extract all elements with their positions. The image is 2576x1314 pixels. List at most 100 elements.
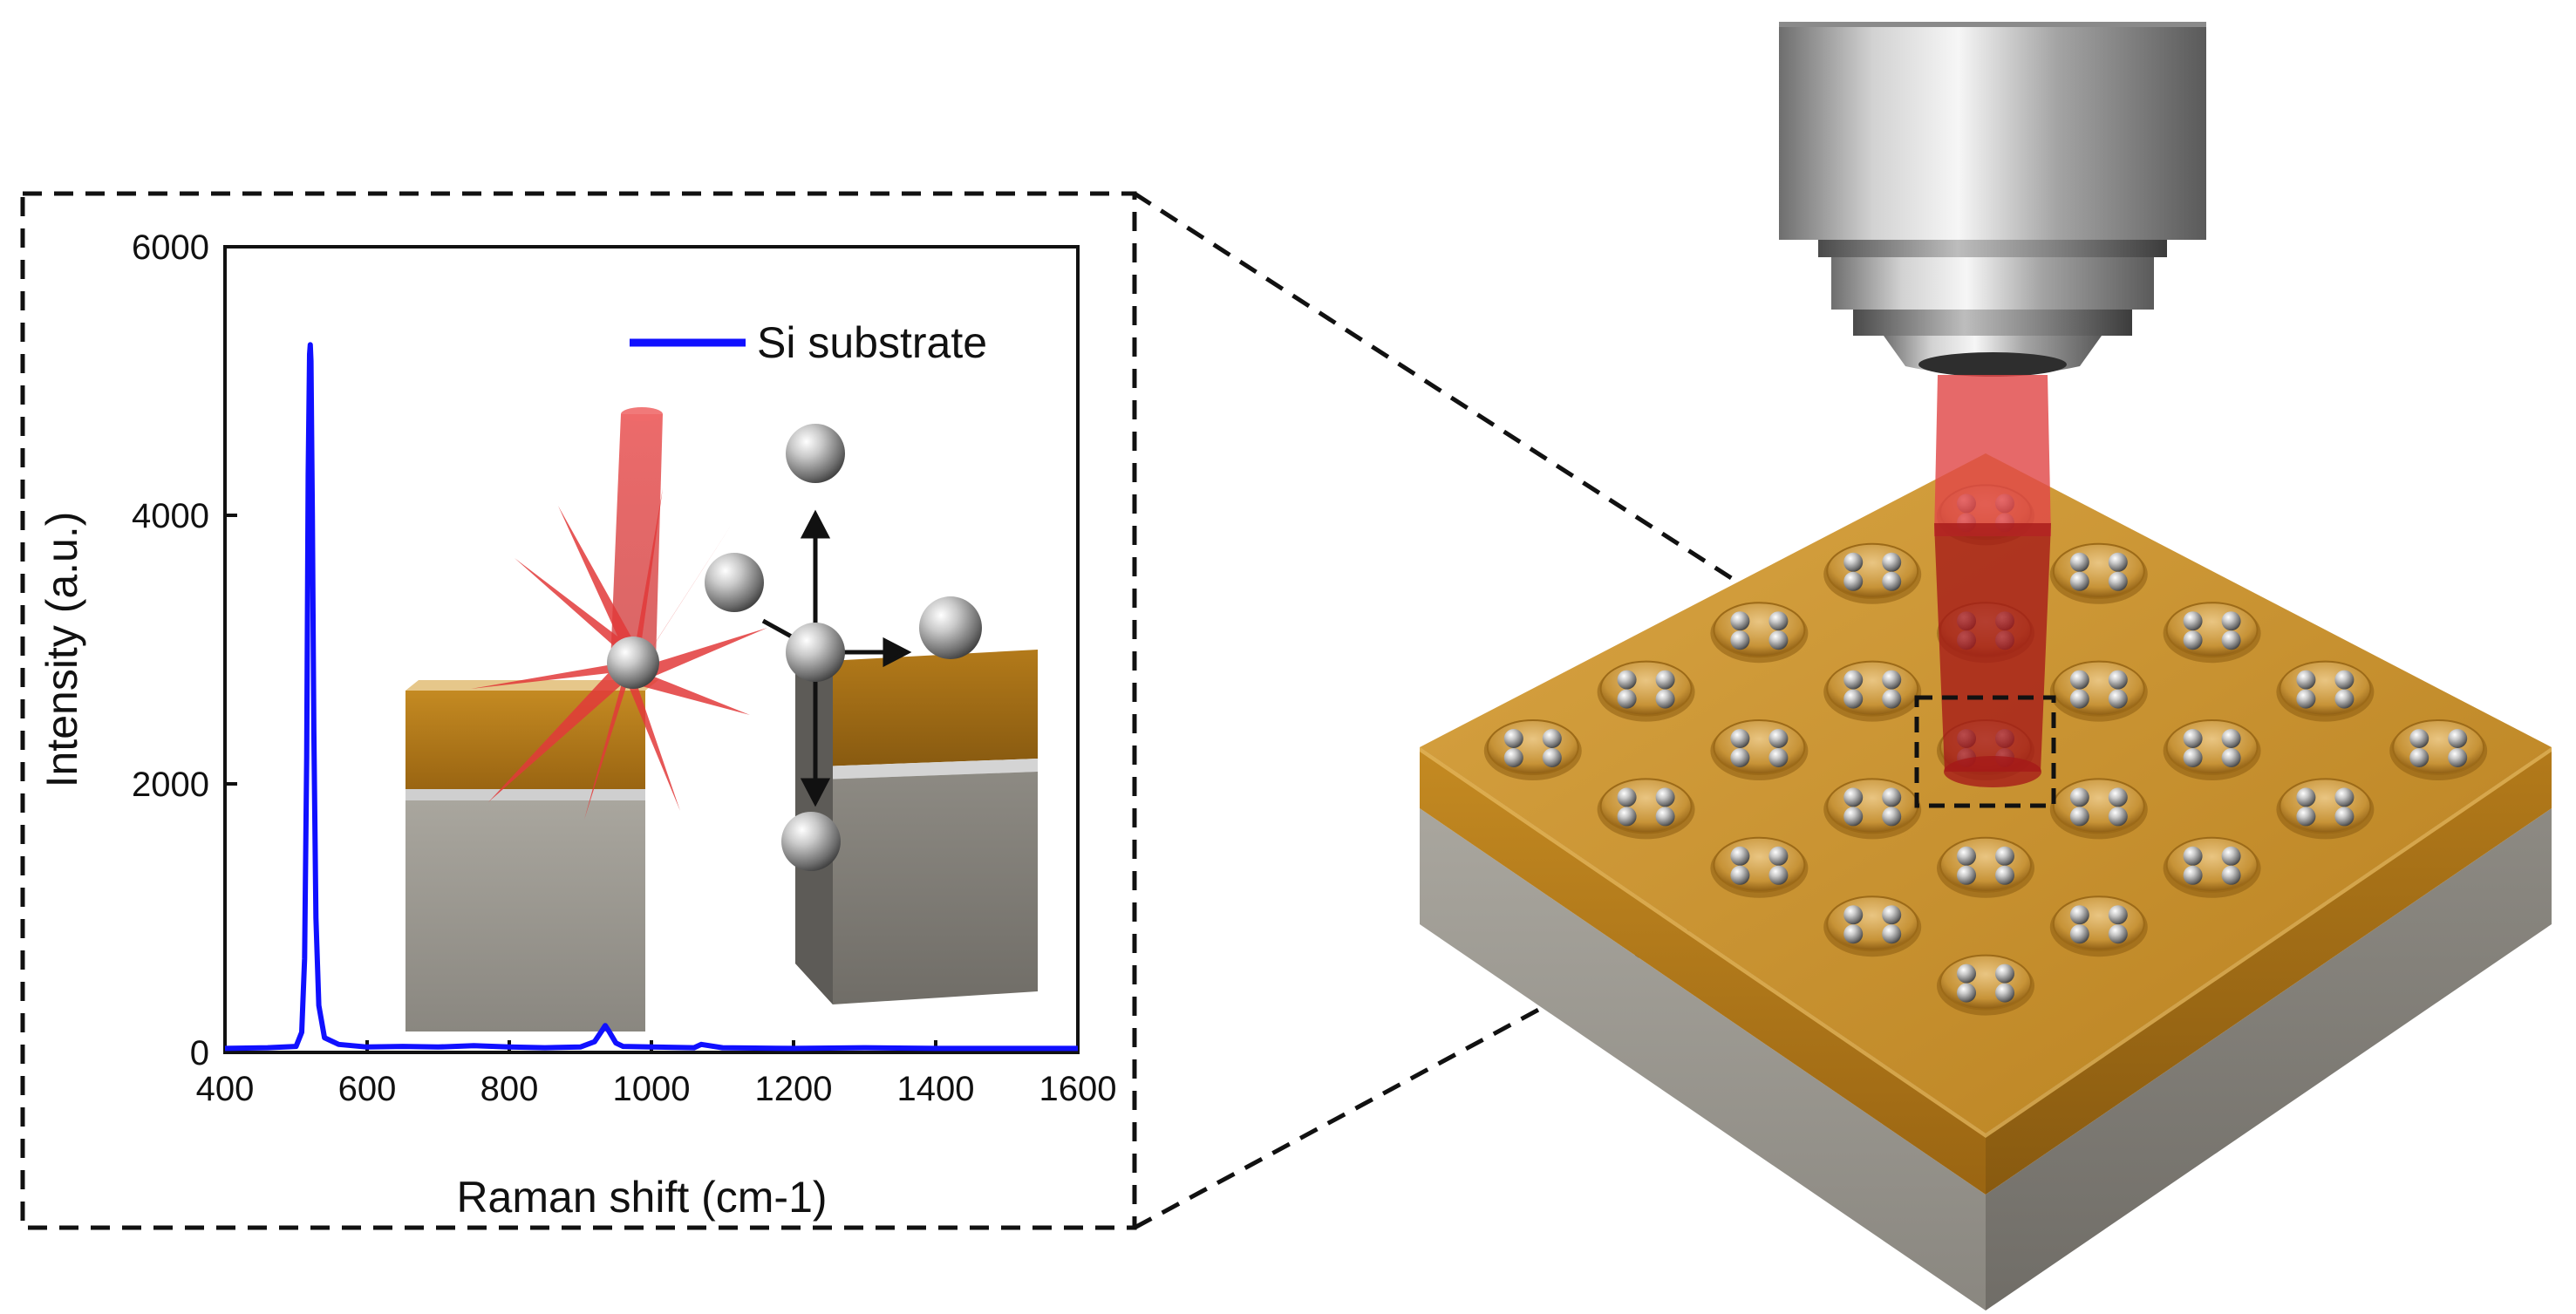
nanoparticle: [2108, 924, 2128, 944]
nanoparticle: [1843, 670, 1864, 690]
inset-frame-border: [20, 191, 1137, 1230]
x-tick-label: 400: [196, 1070, 255, 1108]
nanoparticle: [1957, 846, 1976, 866]
hole-cell: [2163, 602, 2261, 664]
nanoparticle: [1882, 689, 1902, 709]
nanoparticle: [2409, 748, 2429, 767]
nanoparticle: [2221, 611, 2241, 631]
nanoparticle: [2334, 787, 2355, 807]
x-tick-label: 800: [480, 1070, 539, 1108]
nanoparticle-center: [786, 623, 845, 682]
y-tick-label: 4000: [132, 497, 209, 535]
y-axis-title: Intensity (a.u.): [37, 512, 86, 788]
nanoparticle: [2334, 807, 2355, 827]
hole-cell: [1710, 836, 1809, 898]
gold-side-left: [1420, 747, 1986, 1195]
nanoparticle-right: [919, 596, 982, 659]
nanoparticle: [2108, 807, 2128, 827]
left-substrate-block: [405, 680, 658, 1031]
nanoparticle: [2069, 670, 2089, 690]
x-axis-title: Raman shift (cm-1): [456, 1173, 827, 1222]
hole-cell: [2049, 660, 2148, 722]
nanoparticle: [1768, 630, 1789, 650]
laser-burst: [471, 488, 767, 820]
nanoparticle: [1768, 611, 1789, 631]
hole-cell: [2276, 778, 2375, 840]
y-tick-label: 2000: [132, 766, 209, 804]
series-line-si-substrate: [224, 342, 1078, 1052]
nanoparticle: [2108, 787, 2128, 807]
nanoparticle: [1768, 729, 1789, 748]
legend: Si substrate: [630, 318, 987, 367]
hole-cell: [2163, 719, 2261, 780]
hole-cell: [2049, 542, 2148, 604]
gold-side-right: [1986, 747, 2552, 1195]
nanoparticle: [1995, 963, 2014, 984]
nanoparticle: [1882, 571, 1902, 591]
hole-cell: [1597, 660, 1695, 722]
x-tick-label: 1400: [897, 1070, 975, 1108]
nanoparticle: [1768, 748, 1789, 767]
hole-cell: [2049, 778, 2148, 840]
nanoparticle: [1843, 807, 1864, 827]
nanoparticle: [2069, 807, 2089, 827]
nanoparticle-left: [705, 553, 764, 612]
hole-cell: [2389, 719, 2488, 780]
nanoparticle: [1655, 787, 1675, 807]
nanoparticle: [2183, 846, 2203, 866]
nanoparticle: [2183, 748, 2203, 767]
nanoparticle: [1617, 689, 1637, 709]
nanoparticle: [1995, 983, 2014, 1003]
nanoparticle: [2108, 689, 2128, 709]
nanoparticle: [1882, 905, 1902, 925]
si-side-left: [1420, 808, 1986, 1311]
nanoparticle: [2221, 729, 2241, 748]
nanoparticle: [1730, 846, 1750, 866]
nanoparticle: [1843, 552, 1864, 572]
nanoparticle: [1882, 787, 1902, 807]
nanoparticle: [1882, 807, 1902, 827]
nanoparticle: [1843, 905, 1864, 925]
nanoparticle: [1655, 670, 1675, 690]
nanoparticle: [2221, 846, 2241, 866]
nanoparticle-top: [786, 424, 845, 483]
nanoparticle: [2409, 729, 2429, 748]
right-substrate-block: [795, 650, 1038, 1004]
nanoparticle: [1617, 807, 1637, 827]
nanoparticle: [1730, 748, 1750, 767]
nanoparticle: [1843, 924, 1864, 944]
nanoparticle: [2183, 611, 2203, 631]
laser-beam-small: [610, 414, 663, 663]
nanoparticle: [1730, 865, 1750, 885]
nanoparticle: [1730, 611, 1750, 631]
lens-barrel-mid: [1831, 257, 2154, 310]
hole-cell: [2276, 660, 2375, 722]
y-tick-label: 6000: [132, 228, 209, 267]
nanoparticle: [2069, 571, 2089, 591]
nanoparticle: [1768, 846, 1789, 866]
laser-beam-main: [1934, 375, 2051, 787]
nanoparticle: [2069, 689, 2089, 709]
nanoparticle: [1655, 807, 1675, 827]
nanoparticle: [2183, 865, 2203, 885]
nanoparticle: [2183, 630, 2203, 650]
nanoparticle: [1655, 689, 1675, 709]
nanoparticle: [2108, 552, 2128, 572]
nanoparticle: [1542, 729, 1562, 748]
nanoparticle: [1843, 689, 1864, 709]
nanoparticle: [1843, 787, 1864, 807]
zoom-target-box: [1914, 695, 2056, 808]
hole-cell: [1823, 542, 1922, 604]
nanoparticle: [1617, 787, 1637, 807]
nanoparticle: [2448, 729, 2468, 748]
hole-cell: [1823, 895, 1922, 957]
hole-cell: [1823, 660, 1922, 722]
nanoparticle: [2334, 670, 2355, 690]
legend-label: Si substrate: [757, 318, 987, 367]
nanoparticle: [1730, 630, 1750, 650]
nanoparticle: [2221, 865, 2241, 885]
nanoparticle: [2108, 571, 2128, 591]
